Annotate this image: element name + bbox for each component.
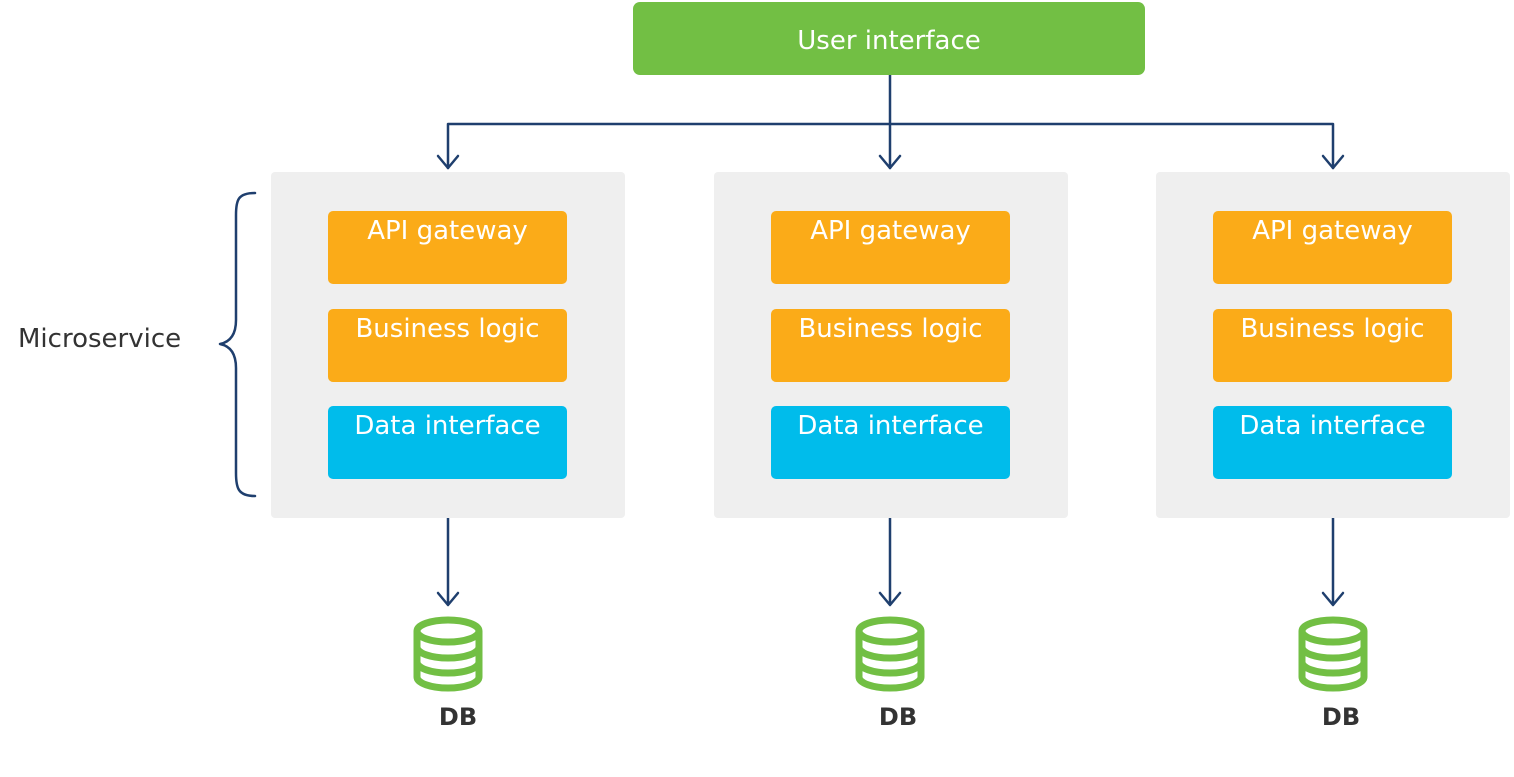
- business-logic-label: Business logic: [798, 314, 983, 344]
- user-interface-box: User interface: [633, 2, 1145, 75]
- db-label: DB: [1321, 703, 1361, 731]
- arrow-down-icon: [878, 591, 902, 607]
- database-icon: [1298, 616, 1368, 692]
- microservice-label: Microservice: [18, 324, 182, 354]
- arrow-down-icon: [878, 154, 902, 170]
- api-gateway-box: API gateway: [328, 211, 567, 284]
- data-interface-label: Data interface: [1239, 411, 1426, 441]
- business-logic-box: Business logic: [328, 309, 567, 382]
- arrow-down-icon: [436, 154, 460, 170]
- database-icon: [413, 616, 483, 692]
- api-gateway-label: API gateway: [1252, 216, 1413, 246]
- microservice-panel: API gateway Business logic Data interfac…: [714, 172, 1068, 518]
- microservice-panel: API gateway Business logic Data interfac…: [271, 172, 625, 518]
- business-logic-label: Business logic: [1240, 314, 1425, 344]
- data-interface-box: Data interface: [771, 406, 1010, 479]
- user-interface-label: User interface: [797, 26, 981, 56]
- data-interface-box: Data interface: [328, 406, 567, 479]
- api-gateway-label: API gateway: [367, 216, 528, 246]
- data-interface-box: Data interface: [1213, 406, 1452, 479]
- business-logic-box: Business logic: [771, 309, 1010, 382]
- microservice-panel: API gateway Business logic Data interfac…: [1156, 172, 1510, 518]
- db-label: DB: [438, 703, 478, 731]
- arrow-down-icon: [436, 591, 460, 607]
- api-gateway-box: API gateway: [771, 211, 1010, 284]
- api-gateway-box: API gateway: [1213, 211, 1452, 284]
- business-logic-box: Business logic: [1213, 309, 1452, 382]
- data-interface-label: Data interface: [797, 411, 984, 441]
- db-label: DB: [878, 703, 918, 731]
- data-interface-label: Data interface: [354, 411, 541, 441]
- curly-brace-icon: [218, 191, 257, 498]
- api-gateway-label: API gateway: [810, 216, 971, 246]
- connector-bus: [446, 122, 1335, 170]
- arrow-down-icon: [1321, 154, 1345, 170]
- database-icon: [855, 616, 925, 692]
- business-logic-label: Business logic: [355, 314, 540, 344]
- arrow-down-icon: [1321, 591, 1345, 607]
